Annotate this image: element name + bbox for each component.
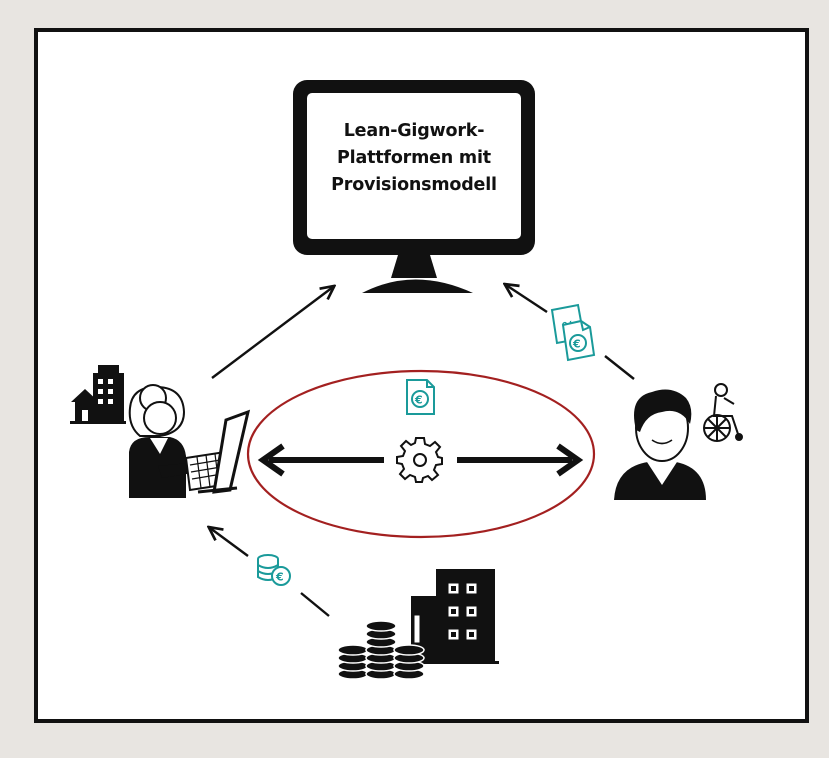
euro-coin-stack-icon: € [257,554,291,586]
person-icon [614,389,706,500]
bidirectional-arrow [257,443,584,477]
house-and-building-icon [70,365,126,424]
platform-title-line: Plattformen mit [337,148,491,168]
platform-title-line: Provisionsmodell [331,175,497,195]
svg-text:€: € [572,338,581,351]
worker-to-platform-arrow-segment [604,355,635,380]
investor-to-client-arrow-segment [300,592,330,617]
computer-monitor-icon [293,80,535,293]
wheelchair-user-icon [703,383,743,442]
platform-title-line: Lean-Gigwork- [343,121,485,141]
euro-document-icon: € [406,379,435,415]
investor-to-client-arrow [210,528,249,557]
client-to-platform-arrow [211,287,333,379]
platform-title: Lean-Gigwork- Plattformen mit Provisions… [308,118,520,199]
coin-stacks-icon [337,620,425,680]
euro-document-icon: € [561,319,596,362]
worker-to-platform-arrow [506,285,548,314]
gear-icon [396,437,443,483]
svg-text:€: € [275,571,284,584]
svg-text:€: € [414,394,423,407]
woman-at-laptop-icon [128,384,251,498]
highlight-ellipse [246,369,596,539]
